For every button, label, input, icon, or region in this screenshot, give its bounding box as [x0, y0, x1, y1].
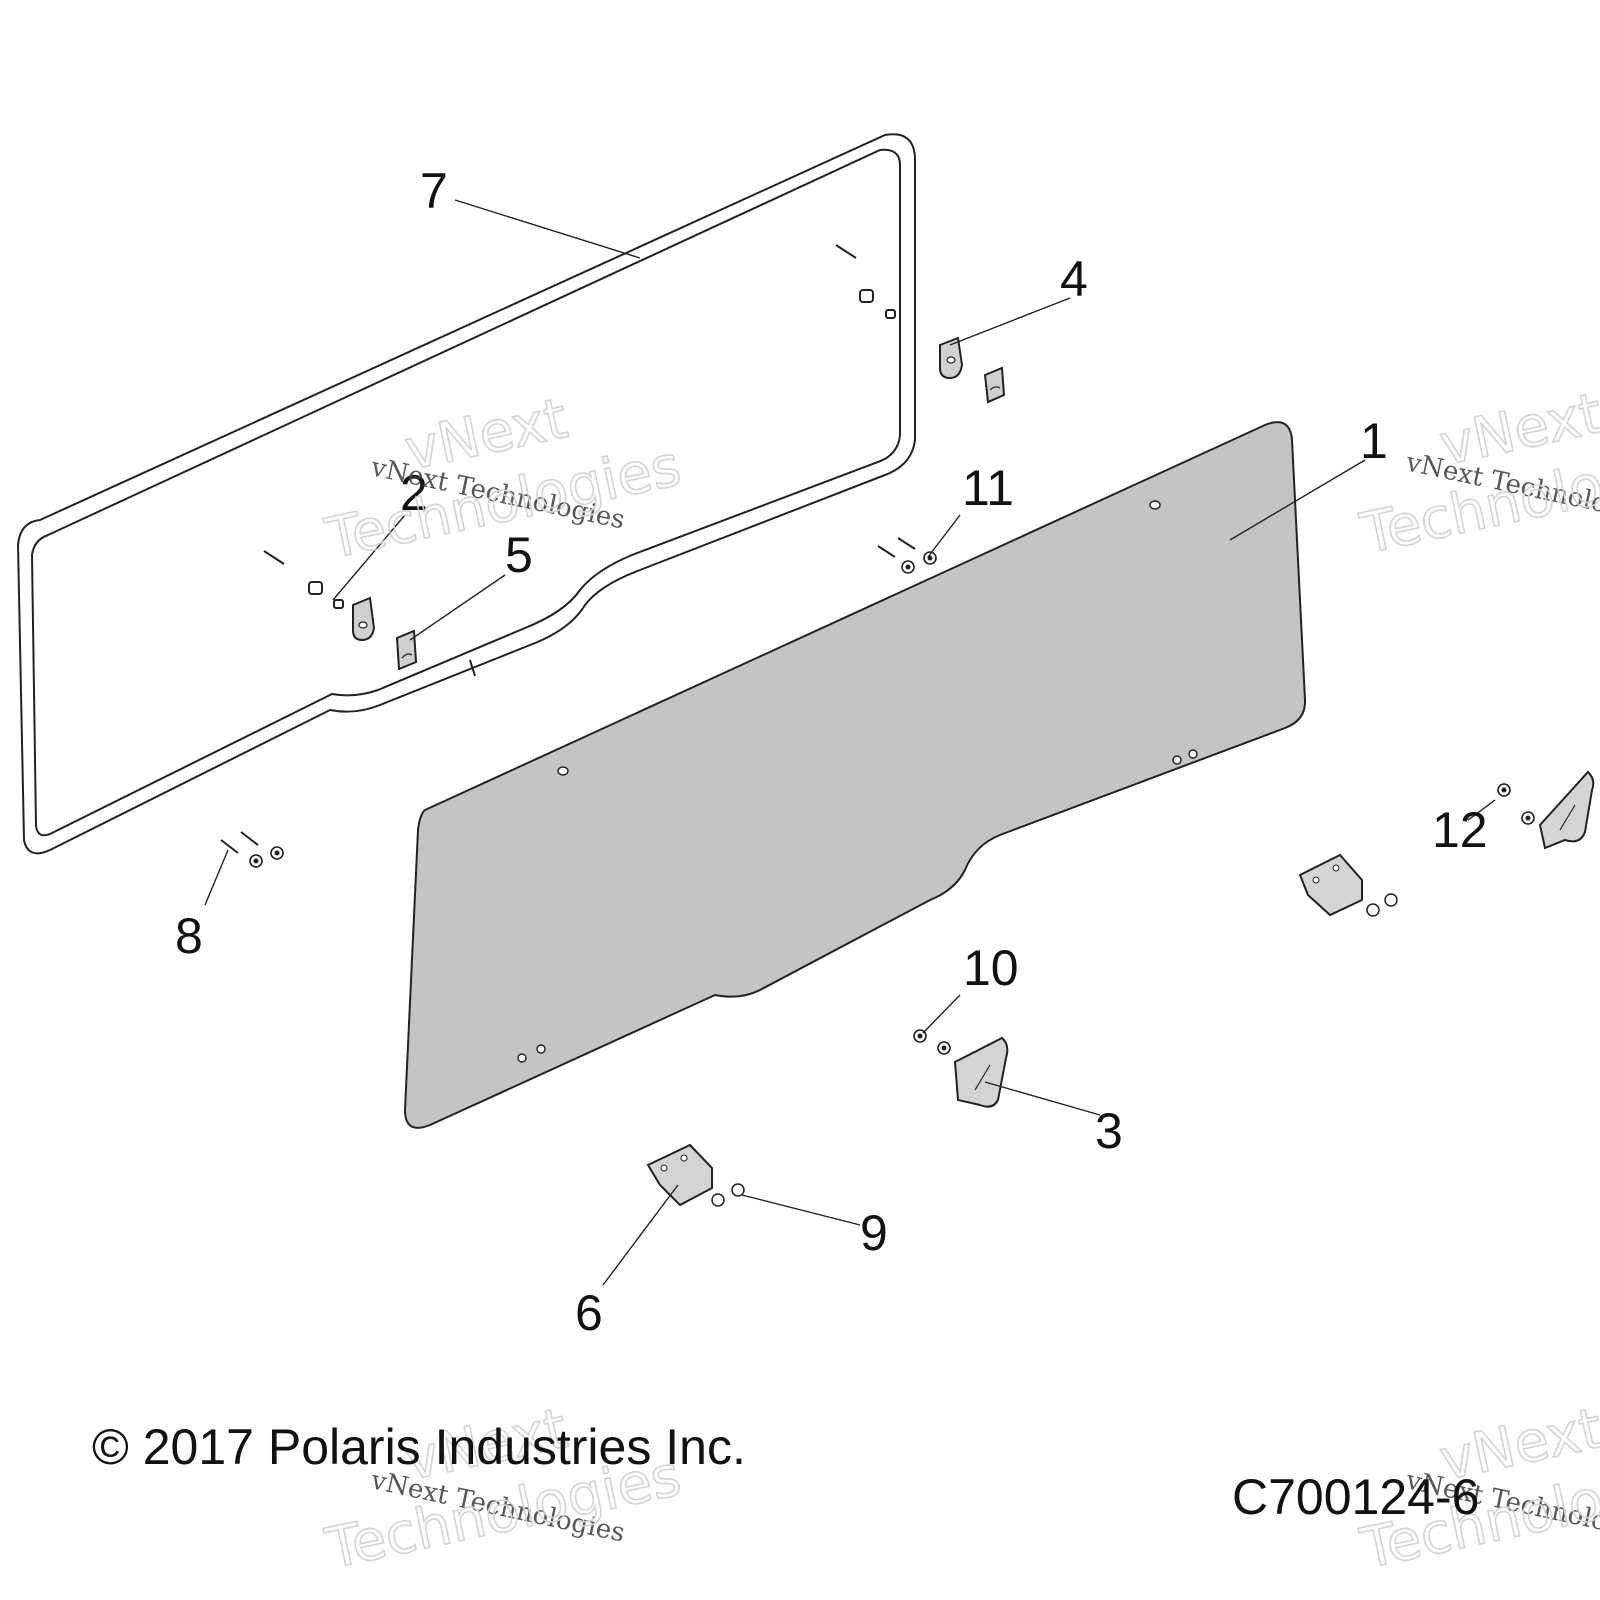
tab-part-4 [939, 336, 1006, 404]
upper-right-hardware [835, 244, 896, 319]
left-hardware-2-5 [263, 550, 418, 671]
hardware-part-11 [877, 537, 937, 574]
callout-5: 5 [505, 527, 533, 583]
callout-4: 4 [1060, 251, 1088, 307]
hardware-part-8 [220, 831, 284, 868]
callout-2: 2 [400, 465, 428, 521]
panel-part-1 [403, 421, 1307, 1129]
callout-9: 9 [860, 1205, 888, 1261]
callout-12: 12 [1432, 802, 1488, 858]
callout-11: 11 [962, 460, 1014, 516]
copyright-notice: © 2017 Polaris Industries Inc. [92, 1419, 746, 1475]
hinge-bracket-right [1298, 853, 1398, 917]
callout-3: 3 [1095, 1103, 1123, 1159]
hardware-part-6-9 [646, 1143, 745, 1207]
hardware-part-10-3 [913, 1029, 1009, 1108]
callout-7: 7 [420, 163, 448, 219]
callout-10: 10 [963, 940, 1019, 996]
callout-8: 8 [175, 908, 203, 964]
hardware-part-12 [1497, 770, 1595, 850]
frame-part-7 [16, 133, 916, 855]
diagram-code: C700124-6 [1232, 1469, 1480, 1525]
callout-labels: 1 2 3 4 5 6 7 8 9 10 11 12 [175, 163, 1488, 1341]
leader-lines [204, 199, 1496, 1286]
callout-6: 6 [575, 1285, 603, 1341]
callout-1: 1 [1360, 413, 1388, 469]
